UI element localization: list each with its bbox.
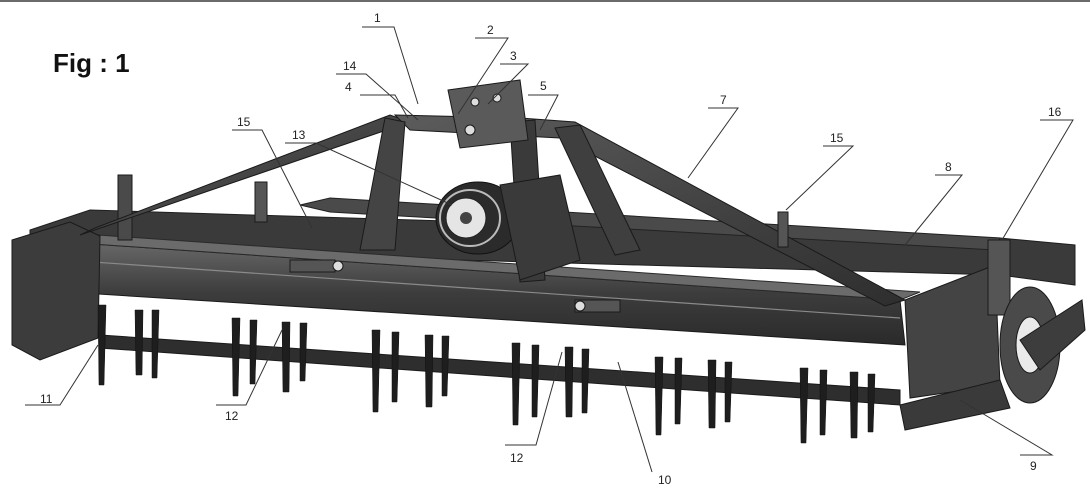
bracket-hole — [470, 97, 480, 107]
callout-12b: 12 — [510, 451, 524, 465]
right-end-plate — [904, 264, 1001, 399]
bracket-pin — [464, 124, 476, 136]
callout-5: 5 — [540, 79, 547, 93]
callout-7: 7 — [720, 93, 727, 107]
lower-hitch-pins — [289, 259, 621, 313]
callout-15b: 15 — [830, 131, 844, 145]
callout-12a: 12 — [225, 409, 239, 423]
left-end-plate — [11, 221, 101, 361]
callout-3: 3 — [510, 49, 517, 63]
figure-title: Fig : 1 — [53, 48, 130, 78]
left-upright — [117, 174, 133, 241]
right-skid — [899, 379, 1011, 431]
right-upright — [987, 239, 1011, 316]
callout-15a: 15 — [237, 115, 251, 129]
callout-13: 13 — [292, 128, 306, 142]
bracket-hole — [492, 93, 502, 103]
pto-shaft — [460, 212, 472, 224]
tines — [97, 304, 876, 444]
central-gearbox — [499, 174, 581, 281]
roller-arm — [1019, 299, 1086, 371]
callout-11: 11 — [40, 392, 53, 406]
callout-10: 10 — [658, 473, 672, 487]
callout-8: 8 — [945, 160, 952, 174]
top-link-bracket — [447, 79, 529, 149]
front-bar — [99, 334, 901, 406]
callout-2: 2 — [487, 23, 494, 37]
deck-highlight-line — [34, 257, 901, 319]
pto-guard-coil — [439, 189, 501, 247]
callout-labels: 1 2 3 4 5 7 8 9 10 11 12 12 13 14 15 15 … — [40, 11, 1062, 487]
depth-adjuster-left — [254, 181, 268, 223]
top-border-line — [0, 0, 1090, 2]
callout-14: 14 — [343, 59, 357, 73]
callout-16: 16 — [1048, 105, 1062, 119]
callout-1: 1 — [374, 11, 381, 25]
callout-4: 4 — [345, 80, 352, 94]
callout-9: 9 — [1030, 459, 1037, 473]
leader-lines — [25, 26, 1074, 473]
depth-adjuster-right — [777, 211, 789, 248]
